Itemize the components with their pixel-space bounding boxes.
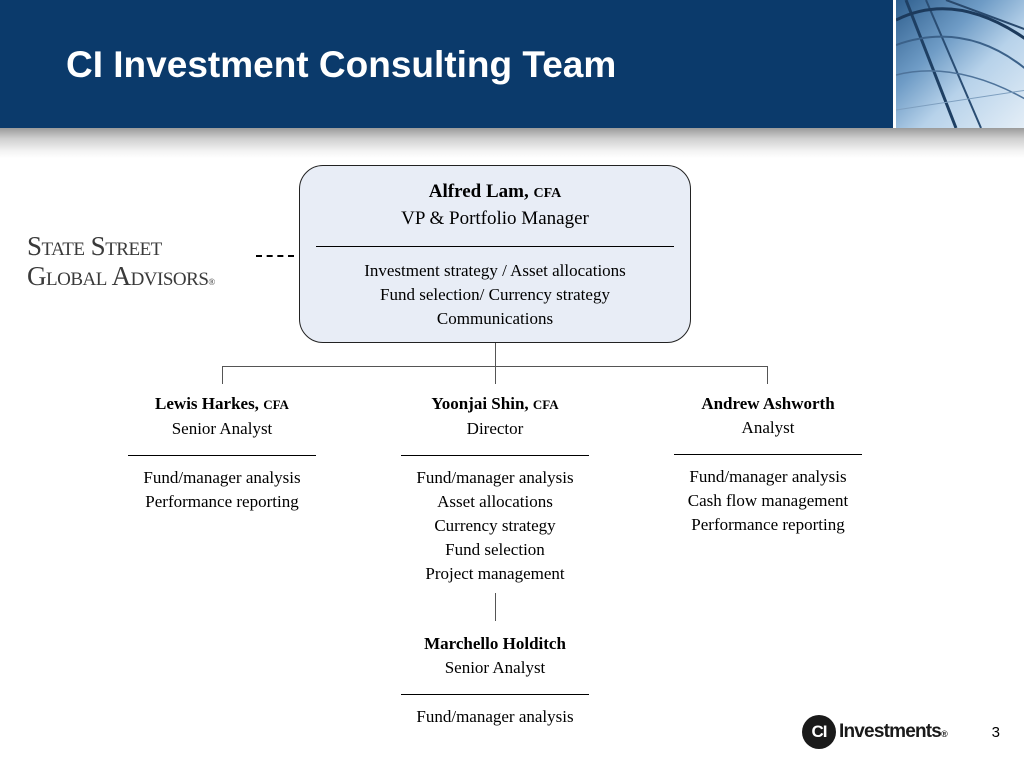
member-duty: Project management [425, 564, 565, 583]
ssga-logo: State Street Global Advisors® [27, 231, 215, 297]
lead-title: VP & Portfolio Manager [401, 208, 589, 229]
ssga-registered-mark: ® [208, 277, 215, 287]
member-duty: Fund/manager analysis [143, 468, 301, 487]
member-divider [401, 455, 589, 456]
member-duty: Asset allocations [437, 492, 553, 511]
team-member-lewis-harkes: Lewis Harkes, CFA Senior Analyst Fund/ma… [122, 392, 322, 514]
member-name-row: Andrew Ashworth [668, 392, 868, 416]
member-duty: Fund selection [445, 540, 545, 559]
header-shadow [0, 128, 1024, 158]
header-photo [893, 0, 1024, 128]
ci-logo-word: Investments [839, 721, 942, 742]
member-divider [128, 455, 316, 456]
member-divider [674, 454, 862, 455]
building-photo-graphic [896, 0, 1024, 128]
lead-name: Alfred Lam, [428, 181, 529, 202]
ssga-logo-line-2-text: Global Advisors [27, 261, 209, 291]
page-number: 3 [991, 724, 1000, 741]
member-name: Yoonjai Shin, [431, 394, 529, 413]
ci-logo-mark: CI [802, 715, 836, 749]
member-divider [401, 694, 589, 695]
ci-logo-wordmark: Investments® [839, 721, 948, 743]
member-title: Analyst [741, 418, 795, 437]
lead-box: Alfred Lam, CFA VP & Portfolio Manager I… [299, 165, 691, 343]
member-name-row: Yoonjai Shin, CFA [395, 392, 595, 417]
connector-center-drop [495, 366, 496, 384]
member-title: Director [466, 419, 524, 438]
team-member-marchello-holditch: Marchello Holditch Senior Analyst Fund/m… [395, 632, 595, 729]
member-name: Andrew Ashworth [701, 394, 835, 413]
member-duty: Performance reporting [691, 515, 845, 534]
member-name-row: Lewis Harkes, CFA [122, 392, 322, 417]
lead-duty: Communications [436, 309, 554, 328]
member-credential: CFA [532, 397, 559, 412]
lead-credential: CFA [533, 186, 562, 201]
ssga-logo-line-2: Global Advisors® [27, 261, 215, 297]
member-duty: Fund/manager analysis [416, 707, 574, 726]
lead-duty: Investment strategy / Asset allocations [364, 261, 626, 280]
lead-duty: Fund selection/ Currency strategy [380, 285, 610, 304]
team-member-andrew-ashworth: Andrew Ashworth Analyst Fund/manager ana… [668, 392, 868, 537]
member-name: Marchello Holditch [424, 634, 566, 653]
member-duty: Fund/manager analysis [689, 467, 847, 486]
team-member-yoonjai-shin: Yoonjai Shin, CFA Director Fund/manager … [395, 392, 595, 586]
member-duty: Currency strategy [434, 516, 556, 535]
connector-lead-down [495, 343, 496, 367]
member-title: Senior Analyst [171, 419, 273, 438]
lead-divider [316, 246, 674, 247]
slide-header: CI Investment Consulting Team [0, 0, 1024, 128]
member-credential: CFA [263, 397, 289, 412]
lead-name-row: Alfred Lam, CFA [300, 180, 690, 206]
dashed-connector [256, 255, 294, 257]
member-duty: Performance reporting [145, 492, 299, 511]
connector-left-drop [222, 366, 223, 384]
connector-right-drop [767, 366, 768, 384]
ssga-logo-line-1: State Street [27, 231, 162, 261]
member-name: Lewis Harkes, [155, 394, 259, 413]
connector-sub-member [495, 593, 496, 621]
ci-registered-mark: ® [941, 729, 948, 739]
member-title: Senior Analyst [444, 658, 546, 677]
member-duty: Cash flow management [687, 491, 849, 510]
slide-title: CI Investment Consulting Team [66, 44, 617, 85]
member-duty: Fund/manager analysis [416, 468, 574, 487]
